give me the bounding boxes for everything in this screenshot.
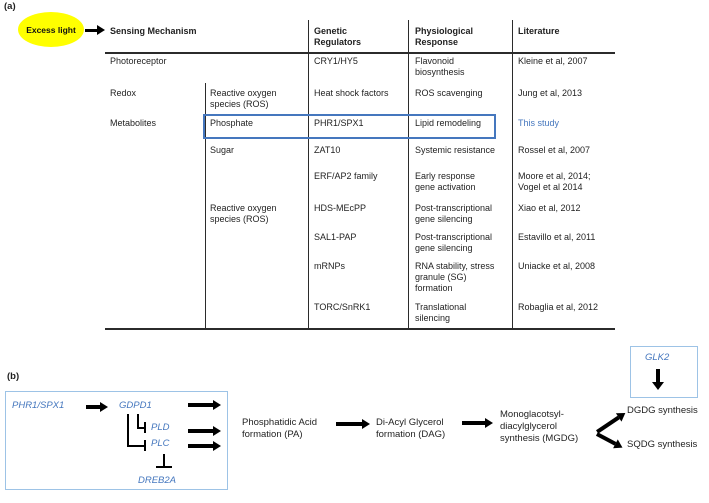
cell-submechanism: Phosphate [210,118,254,128]
cell-regulator: Heat shock factors [314,88,389,98]
arrow-up-right-icon [596,415,620,434]
excess-light-ellipse: Excess light [18,12,84,47]
node-dgdg: DGDG synthesis [627,405,698,416]
table-bottom-rule [105,328,615,330]
cell-literature: Uniacke et al, 2008 [518,261,596,271]
node-pa: Phosphatidic Acid formation (PA) [242,417,317,440]
cell-response: Early response gene activation [415,171,476,192]
cell-regulator: TORC/SnRK1 [314,302,371,312]
arrow-right-icon [462,421,485,425]
cell-regulator: PHR1/SPX1 [314,118,364,128]
cell-regulator: HDS-MEcPP [314,203,367,213]
node-dreb2a: DREB2A [138,475,177,486]
regulator-box [5,391,228,490]
panel-b-label: (b) [7,371,20,382]
arrow-right-icon [188,403,213,407]
inhibition-tbar-icon [144,422,146,433]
table-header-rule [105,52,615,54]
inhibition-line [127,414,129,447]
cell-mechanism: Redox [110,88,137,98]
cell-regulator: ERF/AP2 family [314,171,378,181]
node-pld: PLD [151,422,170,433]
highlight-box [203,114,496,139]
table-column-divider-literature [512,20,514,329]
cell-mechanism: Photoreceptor [110,56,167,66]
cell-literature: Jung et al, 2013 [518,88,583,98]
arrow-down-right-icon [596,432,617,446]
node-phr1-spx1: PHR1/SPX1 [12,400,65,411]
cell-response: ROS scavenging [415,88,483,98]
node-plc: PLC [151,438,170,449]
cell-submechanism: Sugar [210,145,235,155]
node-sqdg: SQDG synthesis [627,439,698,450]
inhibition-line [137,427,146,429]
cell-regulator: mRNPs [314,261,345,271]
arrow-right-icon [85,28,97,32]
cell-literature: Xiao et al, 2012 [518,203,581,213]
table-subcolumn-divider [205,83,207,329]
cell-response: RNA stability, stress granule (SG) forma… [415,261,495,293]
cell-submechanism: Reactive oxygen species (ROS) [210,88,277,109]
cell-literature: Kleine et al, 2007 [518,56,588,66]
cell-literature-this-study: This study [518,118,560,128]
cell-submechanism: Reactive oxygen species (ROS) [210,203,277,224]
header-sensing-mechanism: Sensing Mechanism [110,26,197,36]
cell-response: Systemic resistance [415,145,496,155]
cell-literature: Rossel et al, 2007 [518,145,591,155]
table-column-divider-physiological [408,20,410,329]
cell-literature: Moore et al, 2014; Vogel et al 2014 [518,171,591,192]
excess-light-label: Excess light [26,24,76,35]
cell-regulator: CRY1/HY5 [314,56,358,66]
node-gdpd1: GDPD1 [119,400,152,411]
arrow-right-icon [86,405,100,409]
cell-response: Translational silencing [415,302,467,323]
cell-literature: Estavillo et al, 2011 [518,232,596,242]
inhibition-tbar-icon [156,466,172,468]
header-literature: Literature [518,26,560,36]
inhibition-line [127,445,144,447]
arrow-right-icon [188,444,213,448]
cell-mechanism: Metabolites [110,118,157,128]
arrow-right-icon [188,429,213,433]
node-mgdg: Monoglacotsyl- diacylglycerol synthesis … [500,409,579,444]
panel-a-label: (a) [4,1,16,12]
node-glk2: GLK2 [645,352,670,363]
node-dag: Di-Acyl Glycerol formation (DAG) [376,417,446,440]
cell-response: Flavonoid biosynthesis [415,56,465,77]
arrow-right-icon [336,422,362,426]
cell-response: Post-transcriptional gene silencing [415,203,493,224]
inhibition-line [163,454,165,466]
inhibition-tbar-icon [144,440,146,451]
cell-regulator: ZAT10 [314,145,341,155]
inhibition-line [137,414,139,429]
cell-regulator: SAL1-PAP [314,232,357,242]
header-physiological-response: Physiological Response [415,26,474,47]
glk2-box [630,346,698,398]
header-genetic-regulators: Genetic Regulators [314,26,362,47]
cell-response: Lipid remodeling [415,118,482,128]
table-column-divider-genetic [308,20,310,329]
arrow-down-icon [656,369,660,382]
cell-literature: Robaglia et al, 2012 [518,302,599,312]
cell-response: Post-transcriptional gene silencing [415,232,493,253]
